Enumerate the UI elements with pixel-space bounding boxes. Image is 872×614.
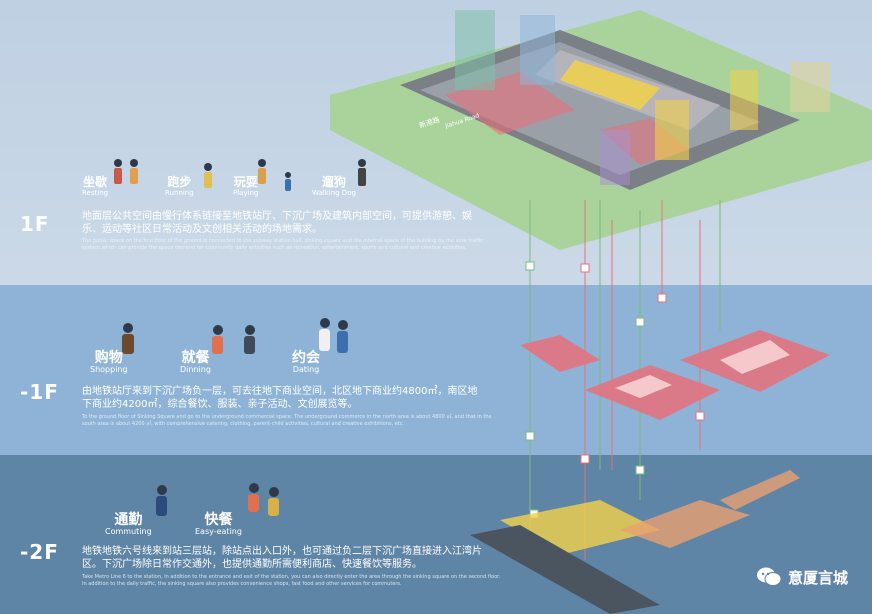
activity-commuting-en: Commuting <box>105 527 152 536</box>
activity-shopping: 购物 Shopping <box>90 350 128 374</box>
activity-resting: 坐歇 Resting <box>82 176 108 198</box>
activity-easy-eating-en: Easy-eating <box>195 527 242 536</box>
floor-label-b2: -2F <box>20 540 59 564</box>
activity-dating-zh: 约会 <box>292 350 320 366</box>
activity-easy-eating: 快餐 Easy-eating <box>195 512 242 536</box>
activity-walking-dog: 遛狗 Walking Dog <box>312 176 356 198</box>
activity-walking-dog-zh: 遛狗 <box>321 175 346 189</box>
activity-dating-en: Dating <box>292 365 320 374</box>
yellow-plaza <box>560 60 660 110</box>
floor-label-b1: -1F <box>20 380 59 404</box>
activity-shopping-zh: 购物 <box>94 350 123 366</box>
activity-running-en: Running <box>165 189 194 197</box>
activity-dating: 约会 Dating <box>292 350 320 374</box>
wechat-icon <box>756 567 782 586</box>
floor-desc-b1: 由地铁站厅来到下沉广场负一层，可去往地下商业空间，北区地下商业约4800㎡，南区… <box>82 386 478 410</box>
tower-purple <box>600 130 630 185</box>
activity-playing: 玩耍 Playing <box>233 176 258 198</box>
activity-resting-en: Resting <box>82 189 109 197</box>
activity-dining-en: Dinning <box>180 365 211 374</box>
activity-playing-en: Playing <box>233 189 259 197</box>
floor-desc-1f: 地面层公共空间由慢行体系链接至地铁站厅、下沉广场及建筑内部空间，可提供游憩、娱乐… <box>82 211 472 235</box>
activity-commuting-zh: 通勤 <box>114 512 143 528</box>
b2-concourse <box>620 500 750 548</box>
b2-ramp <box>720 470 800 510</box>
tower-yellow <box>655 100 689 160</box>
tower-far-right <box>790 62 830 112</box>
activity-walking-dog-en: Walking Dog <box>312 189 356 197</box>
activity-playing-zh: 玩耍 <box>233 175 258 189</box>
b1-void-mid <box>615 375 672 398</box>
activity-dining-zh: 就餐 <box>181 350 210 366</box>
activity-commuting: 通勤 Commuting <box>105 512 152 536</box>
floor-band-b2 <box>0 455 872 614</box>
floor-desc-en-b1: To the ground floor of Sinking Square an… <box>82 414 492 427</box>
floor-desc-en-b2: Take Metro Line 6 to the station, in add… <box>82 574 501 587</box>
tower-mid <box>520 15 555 85</box>
floor-desc-en-1f: The public space on the first floor of t… <box>82 238 484 251</box>
activity-running: 跑步 Running <box>165 176 194 198</box>
tower-left <box>455 10 495 90</box>
figure-group <box>114 159 366 516</box>
floor-label-1f: 1F <box>20 212 50 236</box>
b1-plate-small <box>520 335 600 372</box>
metro-track <box>470 525 660 614</box>
activity-resting-zh: 坐歇 <box>83 175 108 189</box>
activity-dining: 就餐 Dinning <box>180 350 211 374</box>
activity-easy-eating-zh: 快餐 <box>204 512 233 528</box>
activity-shopping-en: Shopping <box>90 365 128 374</box>
tower-right <box>730 70 758 130</box>
brand-watermark: 意厦言城 <box>756 566 848 588</box>
activity-running-zh: 跑步 <box>167 175 192 189</box>
b1-void <box>720 340 790 374</box>
floor-desc-b2: 地铁地铁六号线来到站三层站，除站点出入口外，也可通过负二层下沉广场直接进入江湾片… <box>82 546 482 570</box>
brand-name: 意厦言城 <box>787 568 848 587</box>
